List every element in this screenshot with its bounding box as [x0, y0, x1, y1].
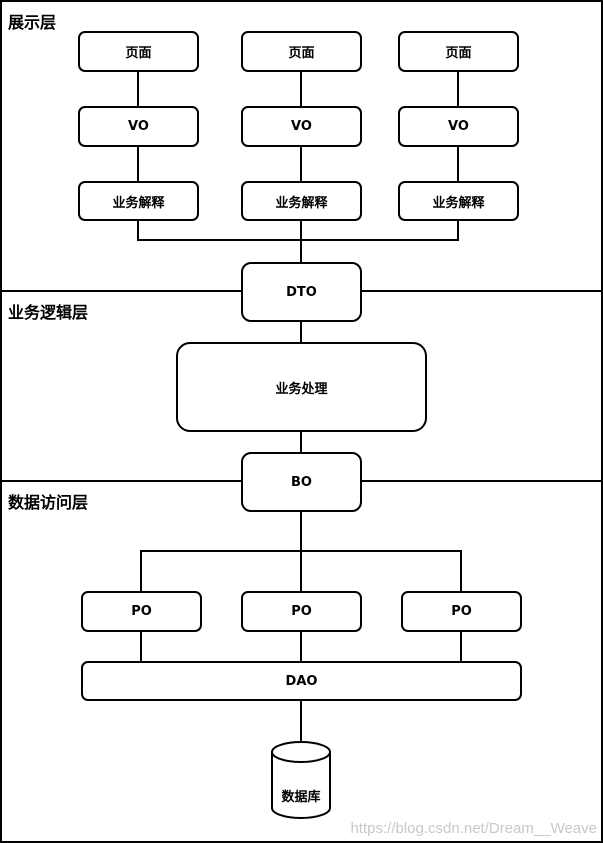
- page-box-2: 页面: [241, 31, 362, 72]
- page-box-3: 页面: [398, 31, 519, 72]
- po-box-2: PO: [241, 591, 362, 632]
- dto-box: DTO: [241, 262, 362, 322]
- layer-label-presentation: 展示层: [8, 13, 57, 32]
- business-interpret-box-3: 业务解释: [398, 181, 519, 221]
- page-box-1: 页面: [78, 31, 199, 72]
- vo-box-2: VO: [241, 106, 362, 147]
- watermark-text: https://blog.csdn.net/Dream__Weave: [350, 820, 597, 837]
- bo-box: BO: [241, 452, 362, 512]
- data-access-connectors: [140, 511, 462, 742]
- database-cylinder-icon: [271, 741, 331, 819]
- business-interpret-box-1: 业务解释: [78, 181, 199, 221]
- po-box-1: PO: [81, 591, 202, 632]
- business-processing-box: 业务处理: [176, 342, 427, 432]
- business-interpret-box-2: 业务解释: [241, 181, 362, 221]
- vo-box-1: VO: [78, 106, 199, 147]
- dao-box: DAO: [81, 661, 522, 701]
- po-box-3: PO: [401, 591, 522, 632]
- database-label: 数据库: [281, 790, 321, 805]
- layer-label-data-access: 数据访问层: [8, 493, 89, 512]
- presentation-connectors: [137, 71, 459, 262]
- layer-label-business: 业务逻辑层: [8, 303, 89, 322]
- vo-box-3: VO: [398, 106, 519, 147]
